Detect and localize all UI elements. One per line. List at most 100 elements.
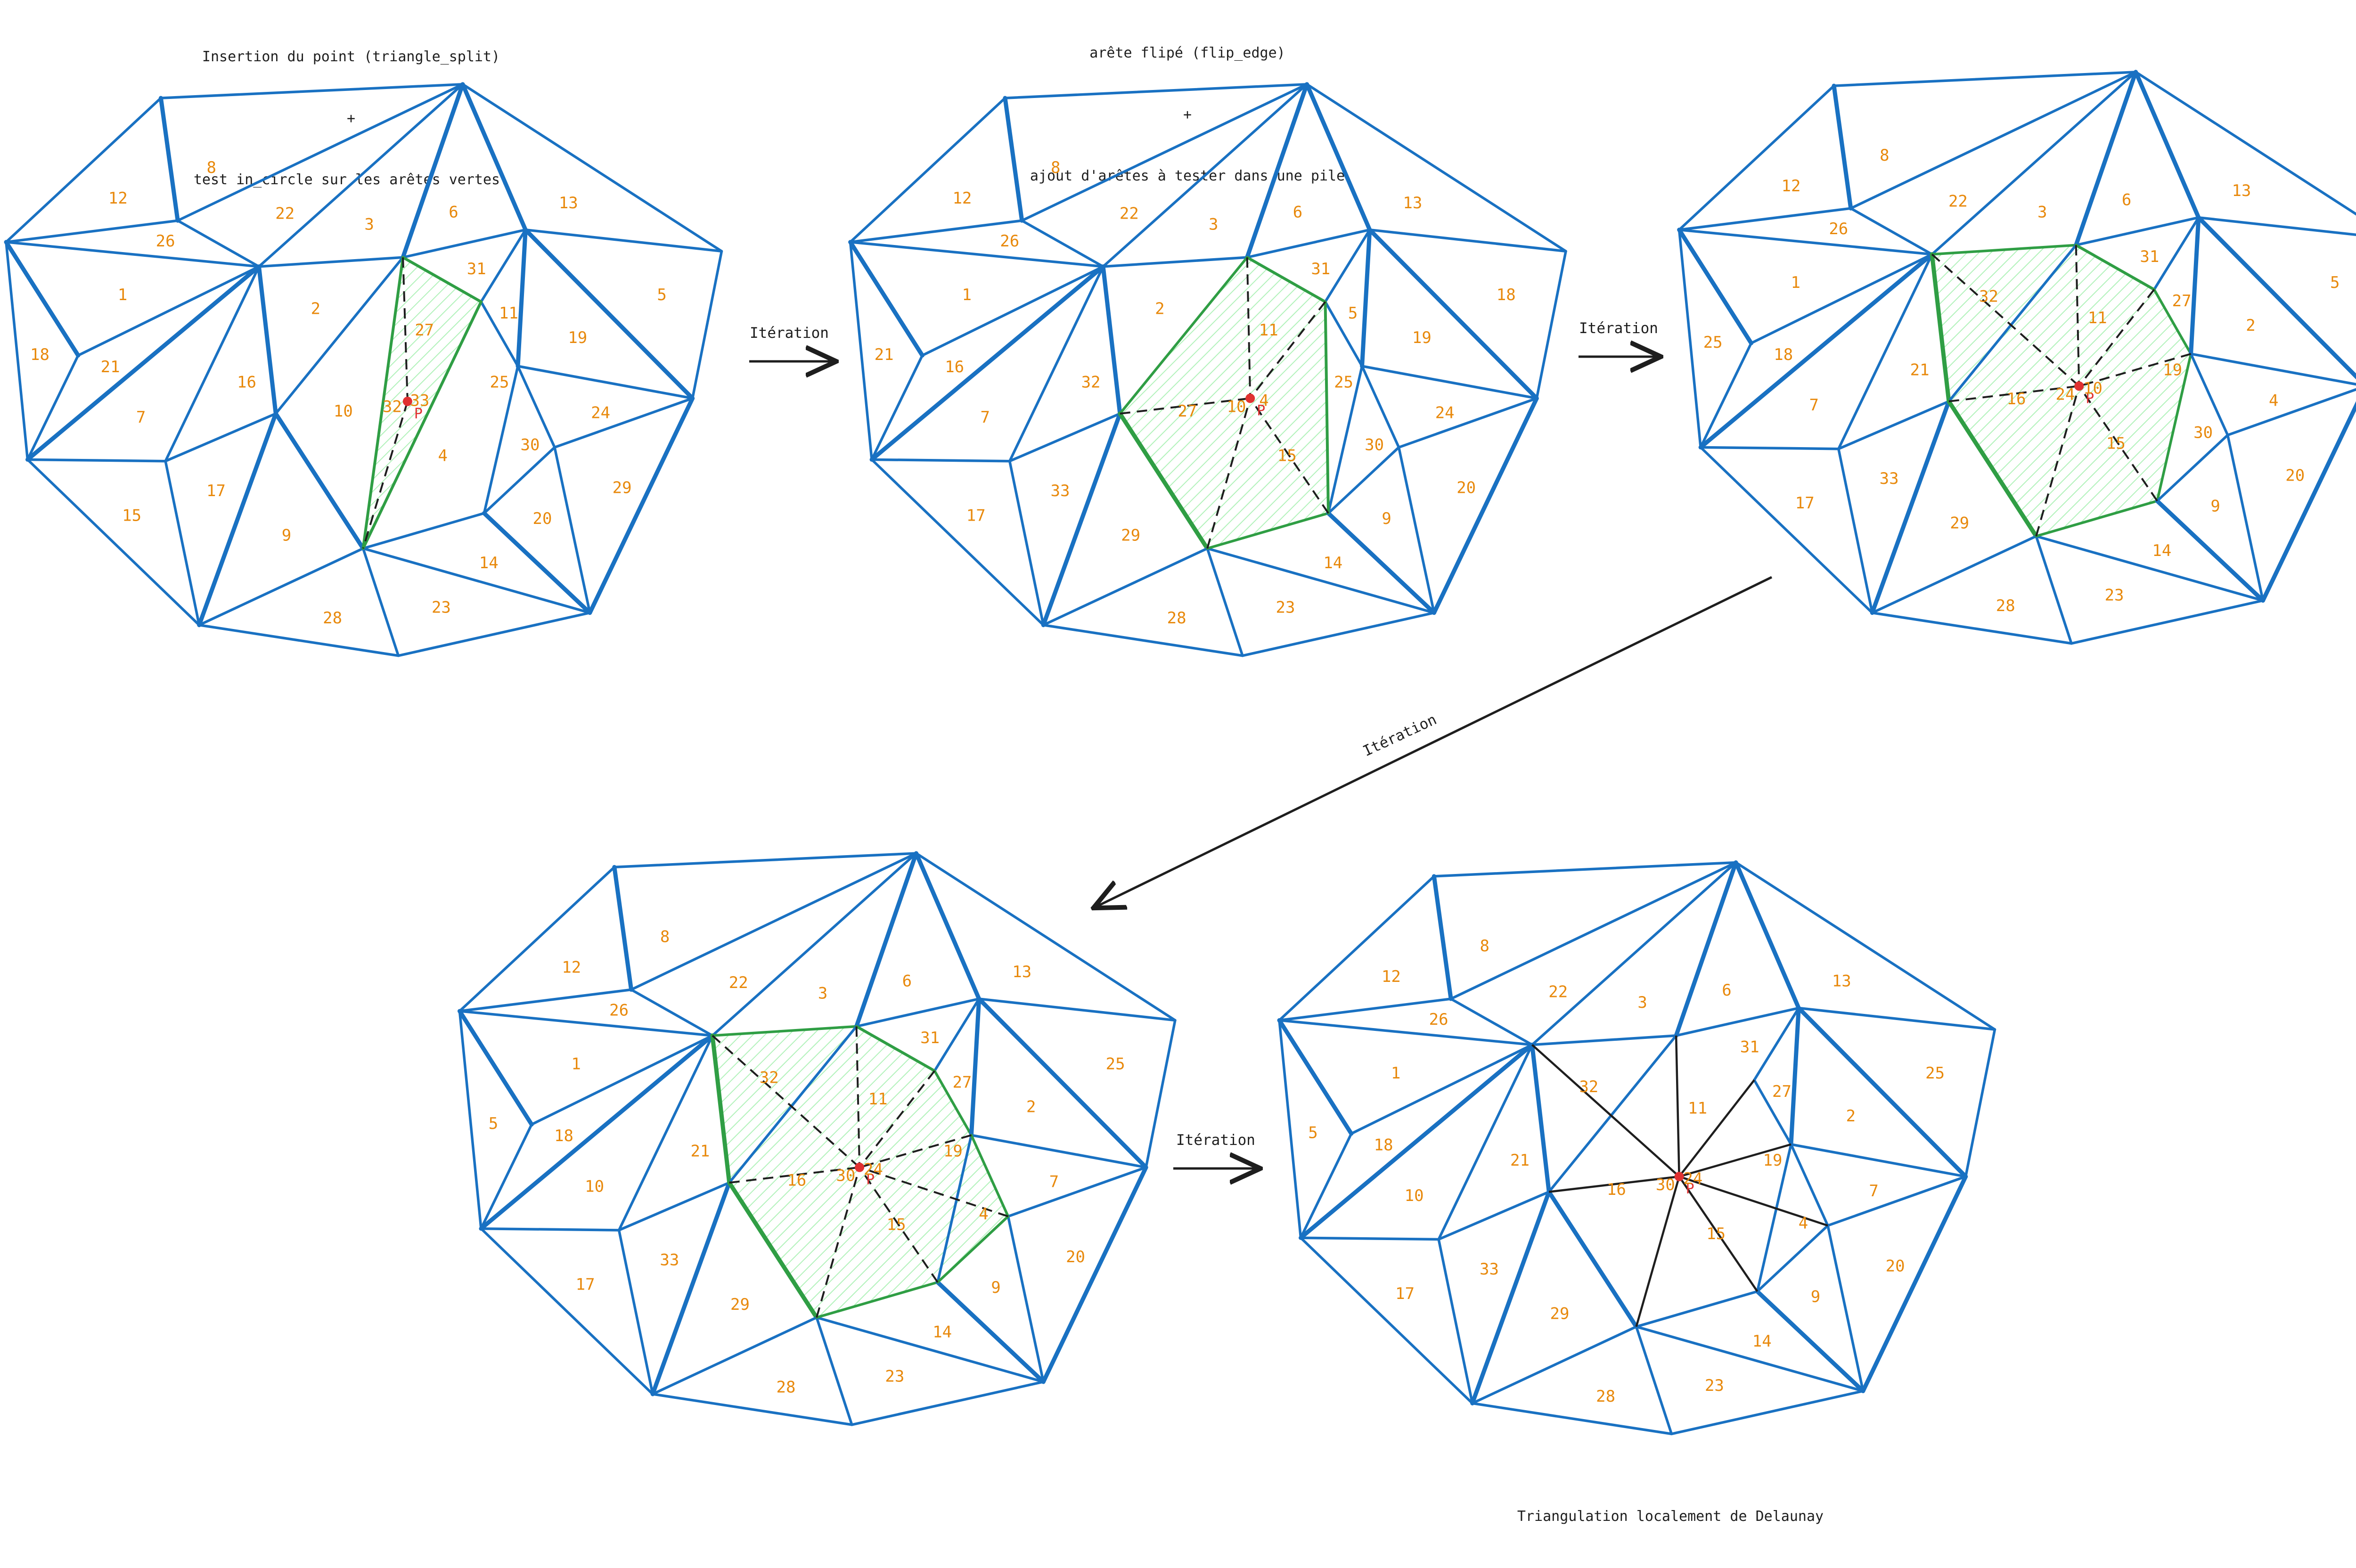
mesh-edge xyxy=(26,458,201,627)
triangle-label: 22 xyxy=(1120,204,1139,223)
triangle-label: 2 xyxy=(2246,316,2255,335)
triangle-label: 5 xyxy=(657,286,666,304)
triangle-label: 23 xyxy=(432,598,451,617)
mesh-edge xyxy=(1734,861,1996,1031)
active-edge xyxy=(1947,399,2038,539)
triangle-label: 12 xyxy=(1782,177,1801,196)
mesh-edge xyxy=(1449,861,1737,1000)
mesh-edge xyxy=(1041,411,1122,628)
active-edge xyxy=(1931,244,2078,256)
mesh-edge xyxy=(870,458,1011,463)
triangle-label: 10 xyxy=(1405,1186,1424,1205)
hatched-region xyxy=(859,1070,972,1168)
triangle-label: 32 xyxy=(383,397,402,416)
mesh-edge xyxy=(1750,253,1933,345)
tested-edge xyxy=(2078,289,2155,387)
triangle-label: 2 xyxy=(1846,1107,1856,1126)
tested-edge xyxy=(1246,257,1252,399)
mesh-edge xyxy=(5,219,179,244)
triangle-label: 18 xyxy=(1497,286,1516,304)
active-edge xyxy=(2152,288,2192,355)
mesh-edge xyxy=(1326,511,1436,615)
mesh-edge xyxy=(1397,397,1538,449)
triangle-label: 14 xyxy=(1323,554,1342,572)
mesh-edge xyxy=(1101,264,1122,416)
mesh-edge xyxy=(1755,1289,1865,1393)
triangle-label: 15 xyxy=(1706,1225,1726,1243)
mesh-edge xyxy=(515,228,528,368)
mesh-edge xyxy=(914,851,982,1001)
triangle-label: 26 xyxy=(609,1001,629,1020)
mesh-edge xyxy=(1432,861,1737,878)
triangle-label: 24 xyxy=(2056,385,2075,404)
mesh-edge xyxy=(164,412,278,463)
mesh-edge xyxy=(2155,498,2265,603)
mesh-edge xyxy=(1635,1325,1865,1393)
active-edge xyxy=(361,300,483,550)
delaunay-edge xyxy=(1678,1176,1828,1227)
mesh-edge xyxy=(630,988,714,1037)
mesh-edge xyxy=(1670,1389,1865,1436)
triangle-label: 27 xyxy=(952,1073,972,1092)
triangle-label: 8 xyxy=(1051,158,1060,177)
mesh-edge xyxy=(2035,535,2073,645)
triangle-label: 16 xyxy=(945,358,964,376)
mesh-edge xyxy=(26,354,80,461)
triangle-label: 28 xyxy=(1596,1387,1615,1406)
mesh-edge xyxy=(1849,207,1933,256)
triangle-label: 14 xyxy=(479,554,499,572)
active-edge xyxy=(1245,256,1327,303)
mesh-edge xyxy=(516,365,694,400)
mesh-edge xyxy=(1837,400,1950,450)
arrow-line xyxy=(1096,576,1773,907)
mesh-edge xyxy=(2075,216,2200,246)
active-edge xyxy=(855,1025,936,1072)
triangle-label: 28 xyxy=(1996,596,2015,615)
mesh-edge xyxy=(1837,447,1874,614)
triangle-label: 14 xyxy=(933,1323,952,1341)
triangle-label: 25 xyxy=(1703,333,1723,352)
mesh-edge xyxy=(1042,623,1244,657)
mesh-edge xyxy=(1006,1215,1045,1383)
hatched-region xyxy=(1207,398,1329,549)
triangle-label: 17 xyxy=(1395,1284,1415,1303)
mesh-edge xyxy=(4,240,81,358)
mesh-edge xyxy=(158,96,180,223)
mesh-edge xyxy=(969,996,982,1137)
triangle-label: 23 xyxy=(885,1367,904,1386)
mesh-edge xyxy=(460,82,528,232)
triangle-label: 7 xyxy=(1869,1182,1878,1200)
triangle-label: 17 xyxy=(1795,494,1815,513)
hatched-region xyxy=(1250,302,1329,514)
active-edge xyxy=(1930,252,1951,404)
triangle-label: 13 xyxy=(1012,963,1031,981)
mesh-edge xyxy=(458,988,633,1013)
mesh-edge xyxy=(257,83,464,268)
mesh-edge xyxy=(869,264,1105,462)
triangle-label: 6 xyxy=(902,972,912,991)
triangle-label: 8 xyxy=(1880,146,1889,165)
caption-insertion-line-1: Insertion du point (triangle_split) xyxy=(202,49,500,65)
iteration-arrow: Itération xyxy=(1173,1132,1258,1168)
tested-edge xyxy=(855,1026,861,1168)
mesh-edge xyxy=(1871,535,2037,614)
mesh-edge xyxy=(1245,82,1309,260)
iteration-arrow: Itération xyxy=(1579,320,1659,357)
mesh-edge xyxy=(1756,1224,1829,1293)
triangle-label: 13 xyxy=(1832,972,1851,991)
triangle-label: 19 xyxy=(2163,360,2182,379)
hatched-region xyxy=(712,1026,860,1168)
triangle-label: 28 xyxy=(777,1378,796,1396)
triangle-label: 15 xyxy=(122,506,141,525)
mesh-edge xyxy=(1635,1290,1759,1328)
triangle-label: 9 xyxy=(282,526,291,545)
mesh-edge xyxy=(257,264,278,416)
triangle-label: 9 xyxy=(1811,1288,1820,1307)
mesh-edge xyxy=(483,446,556,515)
mesh-edge xyxy=(849,219,1023,244)
mesh-edge xyxy=(1432,396,1539,615)
mesh-edge xyxy=(397,611,591,657)
mesh-edge xyxy=(480,228,527,303)
triangle-label: 2 xyxy=(311,299,320,318)
